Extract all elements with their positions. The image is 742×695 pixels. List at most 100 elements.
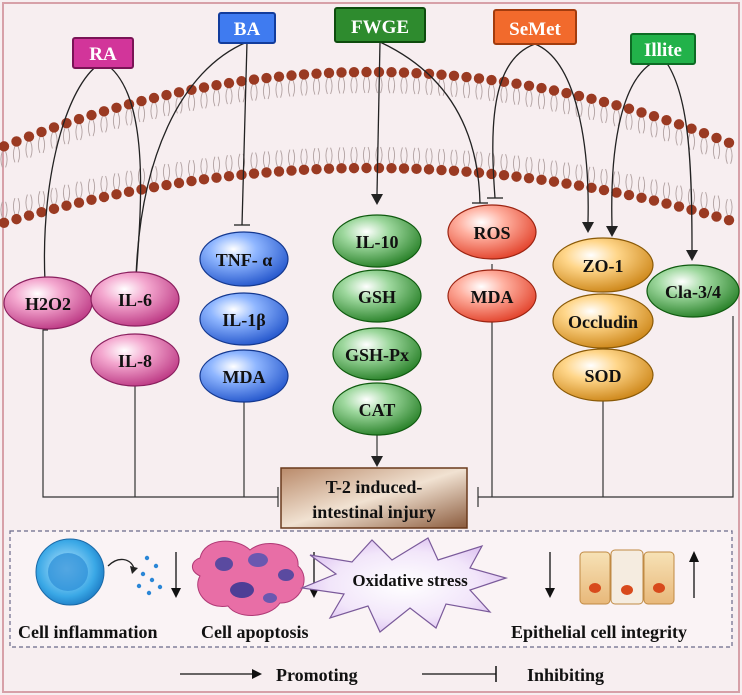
semet-to-zo1-line xyxy=(534,43,589,223)
integrity-up-arrow xyxy=(689,551,699,562)
lipid-tail xyxy=(342,147,346,164)
lipid-head xyxy=(23,210,35,221)
lipid-tail xyxy=(612,171,616,188)
epithelial-illustration xyxy=(579,549,699,605)
lipid-tail xyxy=(305,148,308,165)
lipid-tail xyxy=(625,173,628,191)
lipid-tail xyxy=(212,90,216,107)
lipid-tail xyxy=(155,102,158,120)
lipid-head xyxy=(286,70,297,81)
lipid-tail xyxy=(487,84,491,102)
lipid-tail xyxy=(37,136,41,154)
lipid-tail xyxy=(5,151,8,168)
lipid-tail xyxy=(37,191,41,208)
lipid-tail xyxy=(562,162,566,179)
lipid-tail xyxy=(525,90,528,107)
il1b-label: IL-1β xyxy=(222,310,266,330)
lipid-tail xyxy=(617,171,621,188)
il6-node xyxy=(90,271,180,327)
lipid-tail xyxy=(80,181,83,198)
lipid-tail xyxy=(355,146,358,164)
lipid-head xyxy=(323,67,335,79)
lipid-tail xyxy=(30,141,33,158)
lipid-tail xyxy=(350,77,353,94)
fragment-image-4 xyxy=(230,582,254,598)
epithelial-nucleus-1 xyxy=(589,583,601,593)
lipid-tail xyxy=(217,90,221,107)
lipid-tail xyxy=(650,121,653,138)
lipid-tail xyxy=(175,97,178,114)
lipid-tail xyxy=(605,106,608,124)
lipid-head xyxy=(711,132,722,144)
lipid-tail xyxy=(380,76,383,94)
lipid-tail xyxy=(130,109,133,126)
oxidative-stress-starburst xyxy=(299,537,509,633)
fwge-box xyxy=(334,7,426,43)
lipid-tail xyxy=(112,173,116,190)
lipid-head xyxy=(411,163,422,175)
lipid-tail xyxy=(705,191,708,209)
lipid-head xyxy=(523,172,535,184)
lipid-head xyxy=(311,68,322,79)
lipid-head xyxy=(361,66,372,78)
lipid-tail xyxy=(25,194,28,211)
lipid-tail xyxy=(142,168,146,185)
lipid-tail xyxy=(517,155,521,172)
lipid-head xyxy=(211,79,222,91)
lipid-tail xyxy=(67,128,71,145)
lipid-tail xyxy=(467,81,471,99)
legend-inhibiting-label: Inhibiting xyxy=(527,665,604,685)
lipid-tail xyxy=(167,163,171,181)
lipid-tail xyxy=(550,160,553,177)
lipid-head xyxy=(548,176,560,187)
lipid-tail xyxy=(587,103,591,121)
lipid-tail xyxy=(725,198,728,216)
lipid-tail xyxy=(437,148,441,166)
lipid-tail xyxy=(150,102,153,120)
lipid-head xyxy=(273,166,285,177)
lipid-head xyxy=(686,123,697,134)
lipid-tail xyxy=(400,147,403,164)
lipid-tail xyxy=(687,188,691,205)
lipid-head xyxy=(261,167,272,178)
lipid-tail xyxy=(417,147,421,164)
lipid-tail xyxy=(475,83,478,100)
lipid-tail xyxy=(405,147,408,164)
lipid-tail xyxy=(50,132,53,149)
lipid-tail xyxy=(562,97,566,115)
lipid-tail xyxy=(705,138,708,155)
lipid-head xyxy=(411,67,422,79)
il6-label: IL-6 xyxy=(118,290,152,310)
cla-label: Cla-3/4 xyxy=(665,282,721,302)
lipid-head xyxy=(98,191,110,203)
lipid-tail xyxy=(430,148,433,165)
lipid-tail xyxy=(275,81,278,98)
lipid-tail xyxy=(675,185,678,202)
lipid-head xyxy=(136,184,147,195)
lipid-head xyxy=(173,177,185,189)
lipid-tail xyxy=(62,184,66,201)
lipid-tail xyxy=(180,161,183,179)
lipid-head xyxy=(648,195,660,206)
lipid-tail xyxy=(600,168,603,186)
illite-box xyxy=(630,33,696,65)
lipid-tail xyxy=(117,112,121,129)
lipid-tail xyxy=(112,112,116,129)
lipid-head xyxy=(173,87,185,98)
lipid-head xyxy=(461,71,472,83)
lipid-head xyxy=(386,162,397,174)
lipid-tail xyxy=(537,158,541,175)
lipid-tail xyxy=(50,187,53,205)
lipid-tail xyxy=(17,197,21,215)
lipid-head xyxy=(348,66,360,78)
lipid-head xyxy=(161,89,172,101)
lipid-tail xyxy=(680,129,683,146)
inflammation-down-arrow xyxy=(171,588,181,598)
lipid-tail xyxy=(717,195,721,212)
lipid-tail xyxy=(655,121,658,138)
lipid-tail xyxy=(62,128,66,145)
lipid-tail xyxy=(30,194,33,211)
lipid-head xyxy=(373,162,385,174)
lipid-head xyxy=(611,100,622,111)
lipid-tail xyxy=(262,151,266,168)
